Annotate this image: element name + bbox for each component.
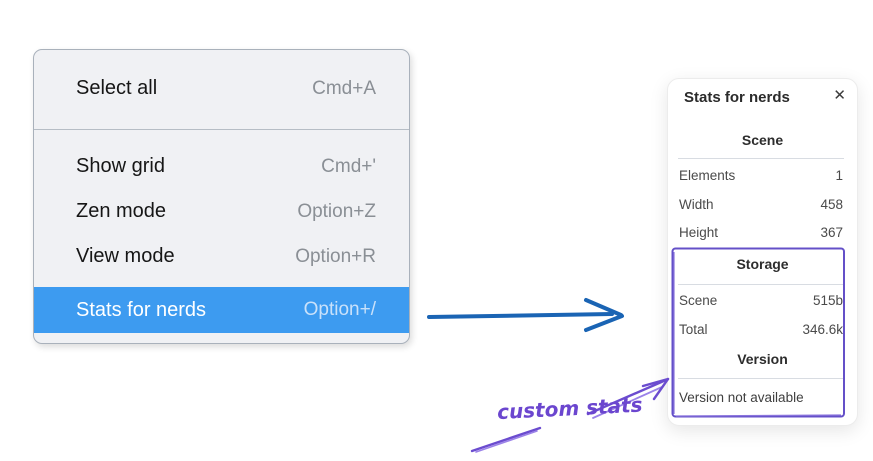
menu-item-shortcut: Cmd+' bbox=[321, 155, 376, 177]
stat-row-scene-storage: Scene 515b bbox=[679, 293, 843, 308]
menu-item-view-mode[interactable]: View mode Option+R bbox=[34, 234, 409, 279]
menu-item-label: Select all bbox=[76, 77, 158, 99]
section-divider bbox=[678, 284, 844, 285]
menu-item-zen-mode[interactable]: Zen mode Option+Z bbox=[34, 189, 409, 234]
section-header-version: Version bbox=[737, 351, 788, 367]
section-divider bbox=[678, 158, 844, 159]
stat-label: Height bbox=[679, 225, 719, 240]
menu-item-show-grid[interactable]: Show grid Cmd+' bbox=[34, 144, 409, 189]
stat-row-elements: Elements 1 bbox=[679, 168, 843, 183]
section-header-storage: Storage bbox=[736, 256, 789, 272]
menu-item-shortcut: Option+/ bbox=[303, 299, 376, 320]
stat-value: 458 bbox=[820, 197, 843, 212]
stat-value: 367 bbox=[820, 225, 843, 240]
stat-label: Width bbox=[679, 197, 714, 212]
menu-item-shortcut: Cmd+A bbox=[312, 77, 376, 99]
stat-label: Scene bbox=[679, 293, 718, 308]
blue-arrow bbox=[427, 298, 624, 332]
stat-value: 1 bbox=[835, 168, 843, 183]
stat-row-height: Height 367 bbox=[679, 225, 843, 240]
menu-item-label: Stats for nerds bbox=[76, 298, 207, 321]
version-note: Version not available bbox=[679, 390, 804, 405]
menu-item-label: Zen mode bbox=[76, 200, 167, 222]
context-menu: Select all Cmd+A Show grid Cmd+' Zen mod… bbox=[33, 49, 410, 344]
menu-item-stats-for-nerds[interactable]: Stats for nerds Option+/ bbox=[34, 287, 409, 333]
stat-value: 515b bbox=[812, 293, 843, 308]
menu-divider bbox=[34, 129, 409, 130]
stat-row-total-storage: Total 346.6k bbox=[679, 322, 843, 337]
stat-value: 346.6k bbox=[802, 322, 843, 337]
menu-item-label: Show grid bbox=[76, 155, 165, 177]
stats-panel: Stats for nerds ✕ Scene Elements 1 Width… bbox=[667, 78, 858, 426]
menu-item-shortcut: Option+R bbox=[295, 245, 376, 267]
menu-item-label: View mode bbox=[76, 245, 175, 267]
section-divider bbox=[678, 378, 844, 379]
menu-item-shortcut: Option+Z bbox=[297, 200, 376, 222]
stat-label: Elements bbox=[679, 168, 736, 183]
menu-item-select-all[interactable]: Select all Cmd+A bbox=[34, 66, 409, 111]
section-header-scene: Scene bbox=[741, 132, 784, 148]
stat-label: Total bbox=[679, 322, 708, 337]
custom-stats-annotation-label: custom stats bbox=[496, 392, 644, 425]
close-icon[interactable]: ✕ bbox=[833, 87, 846, 104]
stat-row-width: Width 458 bbox=[679, 197, 843, 212]
stats-panel-title: Stats for nerds bbox=[684, 89, 790, 106]
